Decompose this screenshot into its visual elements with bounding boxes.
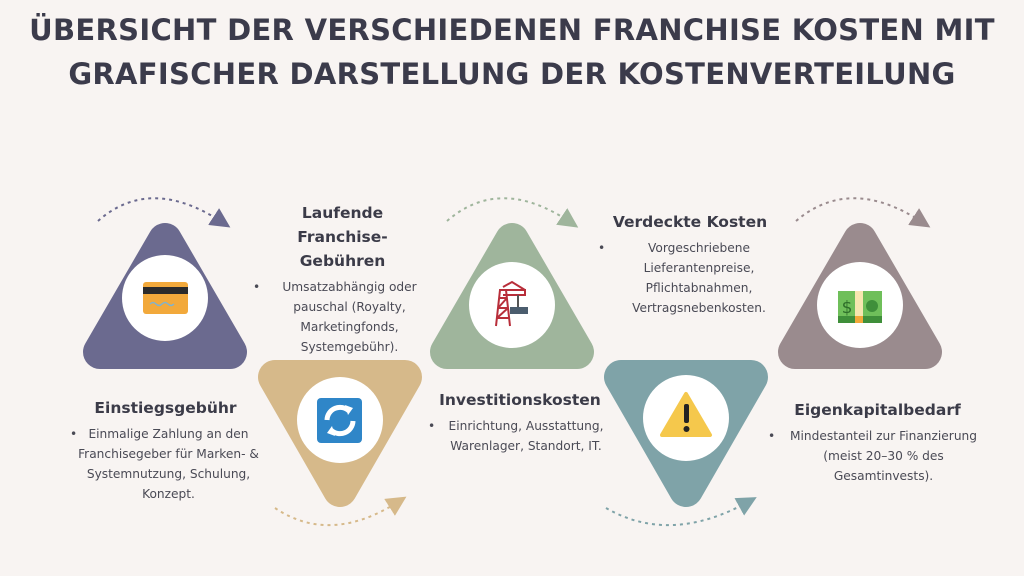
page-title: ÜBERSICHT DER VERSCHIEDENEN FRANCHISE KO… <box>0 8 1024 96</box>
step-1-title: Einstiegsgebühr <box>94 399 237 417</box>
title-line-2: GRAFISCHER DARSTELLUNG DER KOSTENVERTEIL… <box>68 57 956 91</box>
step-3-title: Investitionskosten <box>439 391 601 409</box>
warning-icon <box>660 392 712 437</box>
step-3-text: Investitionskosten Einrichtung, Ausstatt… <box>428 388 610 456</box>
arrow-1 <box>97 197 231 228</box>
step-4-text: Verdeckte Kosten Vorgeschriebene Liefera… <box>598 210 780 318</box>
money-icon: $ <box>838 291 882 323</box>
arrow-3 <box>446 197 579 228</box>
arrow-2 <box>274 496 407 526</box>
step-4-description: Vorgeschriebene Lieferantenpreise, Pflic… <box>598 238 780 318</box>
title-line-1: ÜBERSICHT DER VERSCHIEDENEN FRANCHISE KO… <box>29 13 995 47</box>
step-5-description: Mindestanteil zur Finanzierung (meist 20… <box>768 426 985 486</box>
step-5-text: Eigenkapitalbedarf Mindestanteil zur Fin… <box>768 398 985 486</box>
step-1-text: Einstiegsgebühr •Einmalige Zahlung an de… <box>58 396 273 504</box>
step-1-description: •Einmalige Zahlung an den Franchisegeber… <box>70 427 259 501</box>
arrow-5 <box>795 197 931 228</box>
credit-card-icon <box>143 282 188 314</box>
step-3-description: Einrichtung, Ausstattung, Warenlager, St… <box>428 416 610 456</box>
step-2-title: Laufende Franchise-Gebühren <box>297 204 388 270</box>
step-2-text: Laufende Franchise-Gebühren Umsatzabhäng… <box>253 201 430 357</box>
step-2-description: Umsatzabhängig oder pauschal (Royalty, M… <box>253 277 430 357</box>
step-5-title: Eigenkapitalbedarf <box>794 401 961 419</box>
arrow-4 <box>605 497 757 527</box>
crane-icon <box>495 280 528 327</box>
refresh-icon <box>317 398 362 443</box>
svg-text:$: $ <box>842 298 853 318</box>
step-4-title: Verdeckte Kosten <box>612 213 768 231</box>
